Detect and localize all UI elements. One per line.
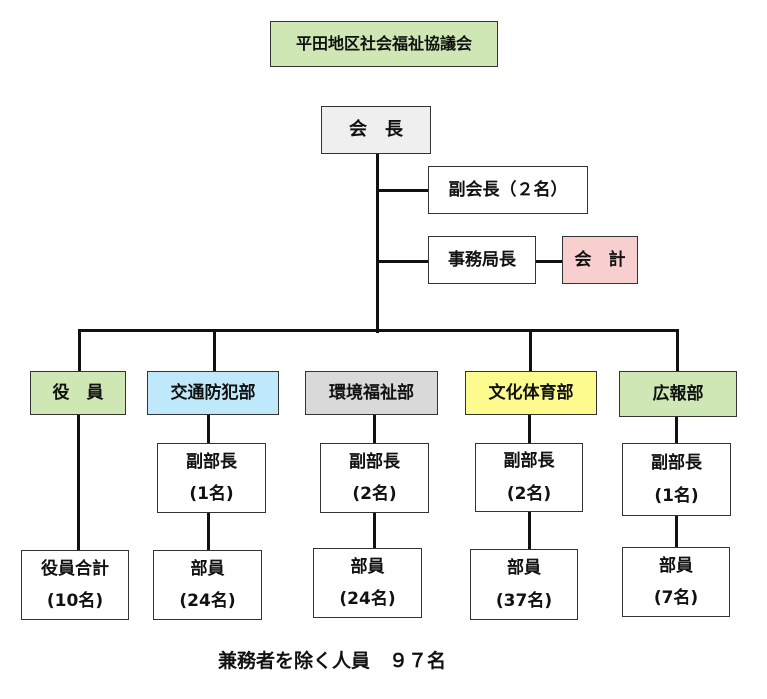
vice-head-box-public-relations: 副部長 (1名) [622, 443, 731, 516]
dept-drop-line-2 [213, 329, 216, 372]
member-box-environment-welfare: 部員 (24名) [313, 548, 422, 618]
member-title: 部員 [507, 558, 541, 579]
dept-4-member-line [528, 511, 531, 549]
accountant-box: 会 計 [562, 236, 638, 284]
headcount-note: 兼務者を除く人員 ９７名 [218, 650, 447, 672]
president-box: 会 長 [321, 106, 431, 154]
accountant-label: 会 計 [574, 249, 626, 270]
trunk-line [376, 151, 379, 333]
vice-head-title: 副部長 [651, 453, 702, 474]
vice-head-count: (2名) [506, 483, 552, 504]
dept-2-vice-line [207, 415, 210, 443]
department-bus-line [78, 329, 679, 332]
vice-head-box-culture-sports: 副部長 (2名) [475, 443, 583, 512]
dept-box-officers: 役 員 [30, 371, 126, 415]
secretary-general-label: 事務局長 [448, 249, 516, 270]
vice-head-title: 副部長 [349, 451, 400, 472]
member-title: 役員合計 [41, 558, 109, 579]
org-title-box: 平田地区社会福祉協議会 [270, 21, 498, 67]
president-label: 会 長 [349, 118, 403, 140]
vice-president-box: 副会長（２名） [428, 166, 588, 214]
vice-head-count: (2名) [352, 484, 397, 504]
vice-head-box-environment-welfare: 副部長 (2名) [320, 443, 429, 513]
dept-3-member-line [373, 512, 376, 548]
officer-connector-line [77, 414, 80, 550]
member-count: (10名) [46, 591, 104, 611]
dept-3-vice-line [373, 415, 376, 443]
member-title: 部員 [659, 555, 693, 576]
dept-name: 文化体育部 [488, 382, 574, 403]
vice-head-box-traffic-safety: 副部長 (1名) [157, 443, 266, 513]
dept-box-public-relations: 広報部 [619, 371, 737, 417]
dept-box-environment-welfare: 環境福祉部 [305, 371, 438, 415]
dept-5-vice-line [675, 417, 678, 443]
vice-head-count: (1名) [189, 484, 234, 504]
member-count: (7名) [653, 588, 699, 608]
dept-2-member-line [207, 512, 210, 550]
dept-name: 広報部 [652, 383, 704, 404]
dept-box-traffic-safety: 交通防犯部 [147, 371, 279, 415]
member-count: (24名) [339, 589, 396, 609]
dept-box-culture-sports: 文化体育部 [465, 371, 597, 415]
vice-head-count: (1名) [654, 485, 699, 506]
secretary-general-box: 事務局長 [428, 236, 536, 284]
member-box-officers: 役員合計 (10名) [21, 550, 129, 620]
dept-name: 環境福祉部 [329, 382, 414, 403]
dept-4-vice-line [528, 415, 531, 443]
vice-president-branch [376, 189, 428, 192]
dept-drop-line-5 [676, 329, 679, 372]
dept-5-member-line [675, 515, 678, 547]
dept-drop-line-4 [529, 329, 532, 372]
org-title: 平田地区社会福祉協議会 [295, 33, 472, 53]
vice-president-label: 副会長（２名） [448, 179, 568, 200]
member-count: (37名) [495, 590, 553, 611]
member-title: 部員 [350, 556, 385, 577]
secretary-branch [376, 260, 428, 263]
vice-head-title: 副部長 [186, 451, 237, 472]
member-box-public-relations: 部員 (7名) [622, 547, 730, 617]
vice-head-title: 副部長 [503, 451, 555, 472]
member-box-culture-sports: 部員 (37名) [470, 549, 578, 620]
dept-name: 交通防犯部 [170, 382, 256, 403]
dept-name: 役 員 [52, 382, 104, 403]
member-title: 部員 [190, 558, 225, 579]
member-count: (24名) [179, 591, 236, 611]
dept-drop-line-1 [78, 329, 81, 372]
member-box-traffic-safety: 部員 (24名) [153, 550, 262, 620]
secretary-accountant-link [536, 260, 562, 263]
